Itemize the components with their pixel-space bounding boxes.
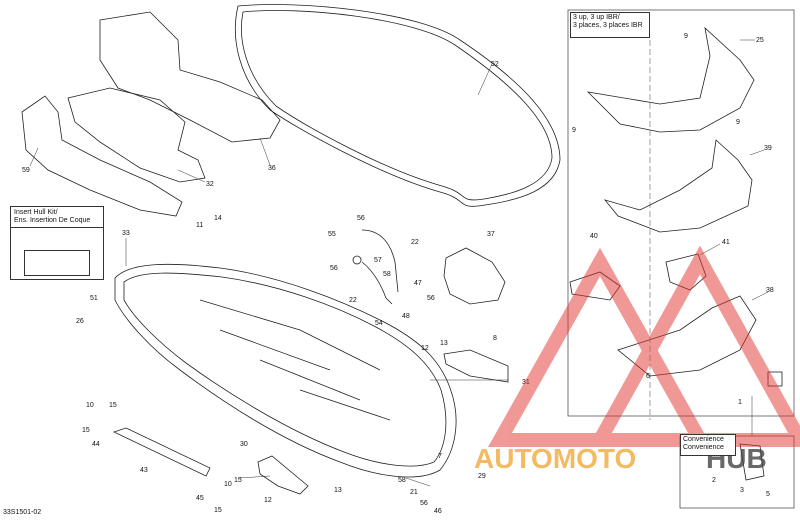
callout-39: 39 [764,145,772,152]
storage-insert-part-32 [67,87,206,183]
callout-29: 29 [478,473,486,480]
callout-21: 21 [410,489,418,496]
callout-9: 9 [736,119,740,126]
vent-part-31 [443,349,509,383]
callout-59: 59 [22,167,30,174]
callout-56: 56 [420,500,428,507]
callout-57: 57 [374,257,382,264]
deck-pad-part-36 [99,11,281,143]
callout-40: 40 [590,233,598,240]
callout-45: 45 [196,495,204,502]
callout-22: 22 [349,297,357,304]
bracket-part-30 [257,455,309,495]
callout-7: 7 [438,453,442,460]
callout-51: 51 [90,295,98,302]
convenience-kit-box: Convenience Convenience [680,434,736,456]
callout-2: 2 [712,477,716,484]
callout-10: 10 [224,481,232,488]
callout-12: 12 [421,345,429,352]
callout-9: 9 [572,127,576,134]
callout-12: 12 [264,497,272,504]
screw-note-line2: 3 places, 3 places IBR [573,22,643,29]
hose-part-22 [361,229,399,305]
callout-15: 15 [109,402,117,409]
convenience-line2: Convenience [683,444,724,451]
rail-part-43 [112,427,211,477]
cover-part-37 [443,247,506,305]
callout-15: 15 [234,477,242,484]
callout-52: 52 [491,61,499,68]
callout-47: 47 [414,280,422,287]
watermark-text-1: AUTOMOTO [474,443,636,474]
callout-54: 54 [375,320,383,327]
callout-56: 56 [357,215,365,222]
callout-labels: 52 36 32 59 33 11 14 56 55 22 57 56 58 2… [22,33,774,515]
screw-note-line1: 3 up, 3 up IBR/ [573,14,620,21]
glovebox-part-39 [603,139,753,233]
callout-38: 38 [766,287,774,294]
callout-5: 5 [766,491,770,498]
trim-part-41 [665,253,707,291]
callout-9: 9 [684,33,688,40]
insert-kit-line2: Ens. Insertion De Coque [14,217,91,224]
callout-33: 33 [122,230,130,237]
callout-3: 3 [740,487,744,494]
convenience-line1: Convenience [683,436,724,443]
callout-14: 14 [214,215,222,222]
callout-13: 13 [334,487,342,494]
callout-55: 55 [328,231,336,238]
callout-46: 46 [434,508,442,515]
callout-8: 8 [493,335,497,342]
callout-26: 26 [76,318,84,325]
callout-37: 37 [487,231,495,238]
callout-32: 32 [206,181,214,188]
callout-44: 44 [92,441,100,448]
screw-note-box: 3 up, 3 up IBR/ 3 places, 3 places IBR [570,12,650,38]
callout-48: 48 [402,313,410,320]
diagram-id: 33S1501-02 [3,509,41,516]
glovebox-cover-part-25 [586,26,755,133]
side-pad-part-59 [21,95,183,217]
callout-58: 58 [383,271,391,278]
insert-kit-inner-box [24,250,90,276]
seal-part-52 [235,4,561,207]
callout-15: 15 [82,427,90,434]
callout-56: 56 [330,265,338,272]
hull-part-33 [114,263,457,478]
callout-15: 15 [214,507,222,514]
insert-kit-line1: Insert Hull Kit/ [14,209,58,216]
callout-11: 11 [196,222,203,229]
callout-10: 10 [86,402,94,409]
callout-13: 13 [440,340,448,347]
callout-25: 25 [756,37,764,44]
callout-58: 58 [398,477,406,484]
callout-41: 41 [722,239,730,246]
callout-56: 56 [427,295,435,302]
callout-36: 36 [268,165,276,172]
callout-22: 22 [411,239,419,246]
callout-30: 30 [240,441,248,448]
callout-6: 6 [646,373,650,380]
callout-43: 43 [140,467,148,474]
callout-1: 1 [738,399,742,406]
